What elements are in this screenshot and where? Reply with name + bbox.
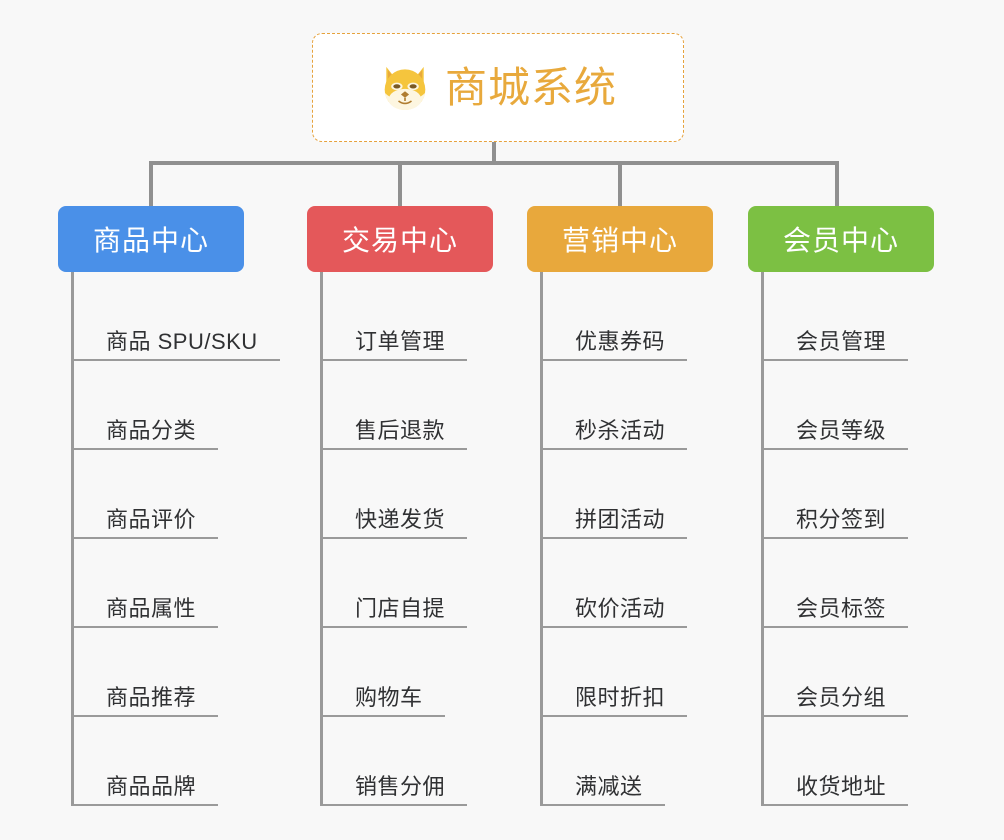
leaf-label: 秒杀活动 — [575, 417, 666, 443]
leaf-label: 商品推荐 — [106, 684, 197, 710]
list-item[interactable]: 售后退款 — [323, 361, 493, 450]
list-item[interactable]: 会员管理 — [764, 272, 934, 361]
list-item[interactable]: 会员标签 — [764, 539, 934, 628]
category-header-marketing[interactable]: 营销中心 — [527, 206, 713, 272]
connector-drop-1 — [149, 161, 153, 207]
leaf-label: 积分签到 — [796, 506, 887, 532]
leaf-list-product: 商品 SPU/SKU 商品分类 商品评价 商品属性 商品推荐 商品品牌 — [71, 272, 280, 806]
connector-stem — [492, 142, 496, 165]
leaf-label: 购物车 — [355, 684, 423, 710]
list-item[interactable]: 拼团活动 — [543, 450, 713, 539]
shiba-inu-dog-face-icon — [379, 62, 431, 114]
leaf-label: 满减送 — [575, 773, 643, 799]
list-item[interactable]: 商品 SPU/SKU — [74, 272, 280, 361]
leaf-label: 商品分类 — [106, 417, 197, 443]
leaf-label: 快递发货 — [355, 506, 446, 532]
leaf-label: 门店自提 — [355, 595, 446, 621]
list-item[interactable]: 商品品牌 — [74, 717, 244, 806]
leaf-label: 商品属性 — [106, 595, 197, 621]
list-item[interactable]: 销售分佣 — [323, 717, 493, 806]
category-title: 交易中心 — [341, 225, 458, 256]
list-item[interactable]: 商品属性 — [74, 539, 244, 628]
list-item[interactable]: 收货地址 — [764, 717, 934, 806]
leaf-list-marketing: 优惠券码 秒杀活动 拼团活动 砍价活动 限时折扣 满减送 — [540, 272, 713, 806]
leaf-label: 会员等级 — [796, 417, 887, 443]
connector-drop-3 — [618, 161, 622, 207]
leaf-list-member: 会员管理 会员等级 积分签到 会员标签 会员分组 收货地址 — [761, 272, 934, 806]
leaf-list-trade: 订单管理 售后退款 快递发货 门店自提 购物车 销售分佣 — [320, 272, 493, 806]
list-item[interactable]: 订单管理 — [323, 272, 493, 361]
list-item[interactable]: 积分签到 — [764, 450, 934, 539]
leaf-label: 销售分佣 — [355, 773, 446, 799]
leaf-label: 售后退款 — [355, 417, 446, 443]
root-node[interactable]: 商城系统 — [312, 33, 684, 142]
list-item[interactable]: 快递发货 — [323, 450, 493, 539]
branch-column-trade: 交易中心 订单管理 售后退款 快递发货 门店自提 购物车 销售分佣 — [307, 206, 493, 806]
list-item[interactable]: 限时折扣 — [543, 628, 713, 717]
list-item[interactable]: 秒杀活动 — [543, 361, 713, 450]
list-item[interactable]: 会员分组 — [764, 628, 934, 717]
list-item[interactable]: 商品评价 — [74, 450, 244, 539]
category-header-trade[interactable]: 交易中心 — [307, 206, 493, 272]
branch-column-marketing: 营销中心 优惠券码 秒杀活动 拼团活动 砍价活动 限时折扣 满减送 — [527, 206, 713, 806]
category-title: 营销中心 — [561, 225, 678, 256]
category-title: 商品中心 — [92, 225, 209, 256]
list-item[interactable]: 商品分类 — [74, 361, 244, 450]
list-item[interactable]: 会员等级 — [764, 361, 934, 450]
leaf-label: 订单管理 — [355, 328, 446, 354]
leaf-label: 会员标签 — [796, 595, 887, 621]
leaf-label: 商品品牌 — [106, 773, 197, 799]
leaf-label: 会员分组 — [796, 684, 887, 710]
leaf-label: 会员管理 — [796, 328, 887, 354]
leaf-label: 收货地址 — [796, 773, 887, 799]
leaf-label: 拼团活动 — [575, 506, 666, 532]
connector-drop-2 — [398, 161, 402, 207]
branch-column-member: 会员中心 会员管理 会员等级 积分签到 会员标签 会员分组 收货地址 — [748, 206, 934, 806]
list-item[interactable]: 砍价活动 — [543, 539, 713, 628]
root-title: 商城系统 — [444, 63, 617, 111]
list-item[interactable]: 优惠券码 — [543, 272, 713, 361]
branch-column-product: 商品中心 商品 SPU/SKU 商品分类 商品评价 商品属性 商品推荐 商品品牌 — [58, 206, 280, 806]
leaf-label: 优惠券码 — [575, 328, 666, 354]
list-item[interactable]: 购物车 — [323, 628, 493, 717]
list-item[interactable]: 满减送 — [543, 717, 713, 806]
list-item[interactable]: 商品推荐 — [74, 628, 244, 717]
list-item[interactable]: 门店自提 — [323, 539, 493, 628]
category-header-product[interactable]: 商品中心 — [58, 206, 244, 272]
leaf-label: 商品 SPU/SKU — [106, 328, 258, 354]
leaf-label: 限时折扣 — [575, 684, 666, 710]
leaf-label: 砍价活动 — [575, 595, 666, 621]
category-header-member[interactable]: 会员中心 — [748, 206, 934, 272]
connector-drop-4 — [835, 161, 839, 207]
category-title: 会员中心 — [782, 225, 899, 256]
leaf-label: 商品评价 — [106, 506, 197, 532]
connector-horizontal-bar — [149, 161, 839, 165]
